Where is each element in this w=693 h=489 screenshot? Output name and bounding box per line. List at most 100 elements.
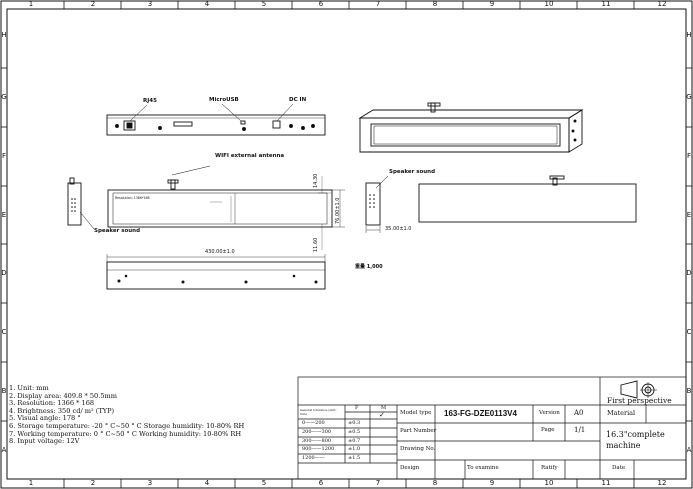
column-label-top: 10 (544, 0, 554, 8)
drawing-no-label: Drawing No. (400, 446, 436, 452)
row-label-left: G (1, 93, 7, 101)
column-label-top: 12 (657, 0, 667, 8)
specification-notes: 1. Unit: mm 2. Display area: 409.8 * 50.… (9, 384, 299, 446)
tolerance-col-m: M (381, 405, 387, 411)
dimension-76-00: 76.00±1.0 (335, 197, 341, 224)
row-label-left: D (1, 269, 7, 277)
tolerance-col-f: F (355, 405, 359, 411)
column-label-bottom: 5 (261, 479, 267, 487)
date-label: Date (612, 465, 626, 471)
row-label-left: B (1, 387, 7, 395)
tolerance-value: ±1.5 (348, 455, 361, 461)
title-block (297, 376, 687, 480)
column-label-bottom: 1 (28, 479, 34, 487)
row-label-left: E (1, 211, 7, 219)
tolerance-range: 200——300 (302, 429, 332, 435)
column-label-top: 3 (147, 0, 153, 8)
column-label-bottom: 10 (544, 479, 554, 487)
column-label-top: 7 (375, 0, 381, 8)
version-value: A0 (574, 409, 584, 417)
row-label-right: E (686, 211, 692, 219)
row-label-right: D (686, 269, 692, 277)
part-number-label: Part Number (400, 428, 437, 434)
row-label-right: A (686, 446, 692, 454)
tolerance-value: ±0.5 (348, 429, 361, 435)
row-label-left: H (1, 31, 7, 39)
right-side-view (365, 175, 389, 233)
note-line: 7. Working temperature: 0 ° C~50 ° C Wor… (9, 429, 242, 438)
row-ticks (1, 67, 692, 422)
column-label-bottom: 2 (90, 479, 96, 487)
bottom-view (106, 254, 326, 290)
column-label-top: 4 (204, 0, 210, 8)
column-label-top: 2 (90, 0, 96, 8)
model-type-value: 163-FG-DZE0113V4 (444, 409, 517, 418)
front-view (107, 165, 345, 250)
ratify-label: Ratify (541, 465, 558, 471)
row-label-right: C (686, 328, 692, 336)
speaker-right-label: Speaker sound (389, 169, 436, 175)
dc-in-label: DC IN (289, 97, 307, 103)
column-label-bottom: 12 (657, 479, 667, 487)
check-mark-icon: ✓ (379, 411, 385, 419)
left-side-view (67, 177, 95, 230)
note-line: 3. Resolution: 1366 * 168 (9, 399, 95, 408)
dc-in-port (272, 120, 281, 129)
design-label: Design (400, 465, 420, 471)
column-label-top: 9 (489, 0, 495, 8)
column-label-top: 6 (318, 0, 324, 8)
note-line: 6. Storage temperature: -20 ° C~50 ° C S… (9, 421, 245, 430)
column-label-bottom: 8 (432, 479, 438, 487)
column-label-bottom: 4 (204, 479, 210, 487)
note-line: 4. Brightness: 350 cd/ m² (TYP) (9, 406, 115, 415)
note-line: 5. Visual angle: 178 ° (9, 414, 81, 423)
description-value: 16.3"complete machine (606, 430, 665, 450)
dimension-35-00: 35.00±1.0 (385, 226, 412, 232)
tolerance-range: 800——1200 (302, 446, 335, 452)
column-ticks (63, 1, 635, 488)
row-label-left: F (1, 152, 7, 160)
weight-label: 重量 1,000 (355, 264, 383, 270)
model-type-label: Model type (400, 410, 432, 416)
examine-label: To examine (467, 465, 499, 471)
tolerance-range: 1200—— (302, 455, 325, 461)
rear-view (106, 103, 326, 136)
column-label-top: 1 (28, 0, 34, 8)
front-plain-view (418, 175, 637, 223)
row-label-right: G (686, 93, 692, 101)
note-line: 1. Unit: mm (9, 384, 49, 392)
column-label-bottom: 6 (318, 479, 324, 487)
dimension-430-00: 430.00±1.0 (205, 249, 235, 255)
first-angle-projection-icon (620, 380, 657, 399)
row-label-right: F (686, 152, 692, 160)
column-label-top: 11 (601, 0, 611, 8)
isometric-view (358, 102, 584, 153)
page-value: 1/1 (574, 426, 586, 434)
rj45-label: RJ45 (143, 98, 157, 104)
resolution-small-label: Resolution: 1366*168 (115, 196, 150, 200)
rj45-port (123, 120, 136, 131)
tolerance-value: ±0.7 (348, 438, 361, 444)
page-label: Page (541, 427, 555, 433)
tolerance-header: General tolerance (unit: mm) (300, 408, 337, 416)
dimension-11-60: 11.60 (313, 237, 319, 252)
wifi-antenna-label: WIFI external antenna (215, 153, 285, 159)
tolerance-range: 300——800 (302, 438, 332, 444)
tolerance-range: 0——200 (302, 420, 325, 426)
tolerance-value: ±1.0 (348, 446, 361, 452)
row-label-left: C (1, 328, 7, 336)
dimension-14-30: 14.30 (313, 173, 319, 188)
row-label-left: A (1, 446, 7, 454)
row-label-right: B (686, 387, 692, 395)
column-label-top: 5 (261, 0, 267, 8)
column-label-top: 8 (432, 0, 438, 8)
note-line: 8. Input voltage: 12V (9, 437, 80, 446)
column-label-bottom: 9 (489, 479, 495, 487)
material-label: Material (607, 409, 636, 417)
version-label: Version (539, 410, 560, 416)
tolerance-value: ±0.3 (348, 420, 361, 426)
speaker-left-label: Speaker sound (94, 228, 141, 234)
column-label-bottom: 3 (147, 479, 153, 487)
